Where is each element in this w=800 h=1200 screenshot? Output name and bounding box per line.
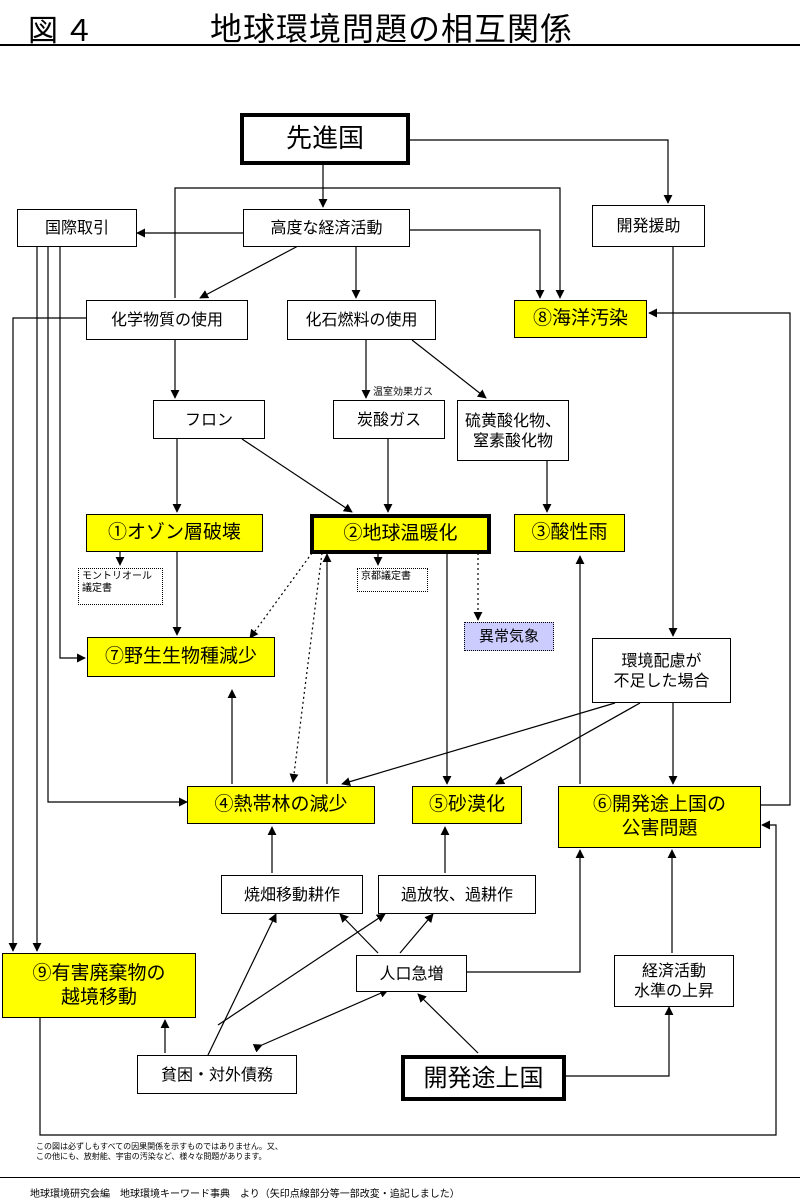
link-insufficient-forest: [341, 702, 616, 787]
source-credit: 地球環境研究会編 地球環境キーワード事典 より（矢印点線部分等一部改変・追記しま…: [30, 1189, 460, 1200]
link-poverty-slash: [207, 913, 277, 1056]
link-poverty-population: [252, 989, 389, 1053]
node-international-trade: 国際取引: [17, 209, 137, 247]
link-insufficient-desert: [495, 702, 641, 785]
link-poverty-overgrazing: [217, 913, 386, 1026]
node-economic-activity: 高度な経済活動: [243, 209, 410, 247]
link-waste-devpollution: [39, 820, 777, 1136]
node-developing-countries: 開発途上国: [401, 1055, 566, 1101]
node-marine-pollution: ⑧海洋汚染: [514, 300, 647, 338]
node-overgrazing: 過放牧、過耕作: [378, 875, 536, 914]
node-economic-level: 経済活動 水準の上昇: [614, 955, 734, 1007]
note-montreal-protocol: モントリオール 議定書: [78, 568, 163, 605]
link-developed-devaid: [410, 139, 673, 204]
link-population-devpollution: [467, 849, 585, 973]
node-abnormal-weather: 異常気象: [464, 622, 554, 651]
link-developing-population: [417, 993, 479, 1054]
node-development-aid: 開発援助: [592, 205, 705, 247]
link-economic-chemicals: [199, 245, 299, 299]
footnote: この図は必ずしもすべての因果関係を示すものではありません。又、 この他にも、放射…: [36, 1142, 283, 1161]
note-kyoto-protocol: 京都議定書: [357, 568, 428, 592]
node-poverty-debt: 貧困・対外債務: [137, 1055, 297, 1094]
node-insufficient-env-care: 環境配慮が 不足した場合: [592, 638, 731, 703]
link-fossil-sox: [411, 339, 487, 399]
link-economic-marine: [410, 229, 545, 299]
node-developed-countries: 先進国: [240, 113, 410, 165]
node-tropical-forest-loss: ④熱帯林の減少: [187, 786, 375, 824]
link-population-overgrazing: [399, 913, 434, 954]
link-population-slash: [339, 913, 379, 954]
page-title: 地球環境問題の相互関係: [210, 10, 574, 48]
node-desertification: ⑤砂漠化: [412, 786, 522, 824]
link-trade-wildlife: [59, 246, 86, 663]
node-fossil-fuels: 化石燃料の使用: [287, 300, 436, 340]
link-developing-economiclevel: [566, 1006, 674, 1077]
node-hazardous-waste: ⑨有害廃棄物の 越境移動: [2, 953, 196, 1018]
node-ozone-depletion: ①オゾン層破壊: [86, 514, 263, 552]
node-population-growth: 人口急増: [356, 955, 467, 992]
node-sox-nox: 硫黄酸化物、 窒素酸化物: [457, 400, 569, 461]
credit-divider: [0, 1177, 800, 1178]
node-acid-rain: ③酸性雨: [514, 514, 625, 552]
node-global-warming: ②地球温暖化: [310, 514, 491, 554]
link-chemicals-waste: [8, 317, 86, 952]
link-trade-forest: [47, 246, 188, 807]
link-warming-forest-dotted: [289, 552, 323, 783]
link-freon-warming: [241, 438, 353, 513]
link-loop-marine: [174, 187, 565, 299]
node-co2: 炭酸ガス: [333, 400, 445, 439]
label-greenhouse-gas: 温室効果ガス: [373, 387, 433, 398]
node-wildlife-decline: ⑦野生生物種減少: [87, 637, 275, 677]
link-devpollution-marine: [648, 308, 791, 806]
title-bar: 図４ 地球環境問題の相互関係: [0, 0, 800, 49]
node-developing-pollution: ⑥開発途上国の 公害問題: [558, 786, 761, 848]
node-slash-and-burn: 焼畑移動耕作: [221, 875, 363, 914]
node-chemicals: 化学物質の使用: [86, 300, 248, 340]
figure-label: 図４: [28, 14, 100, 49]
link-warming-wildlife-dotted: [249, 552, 313, 639]
node-freon: フロン: [153, 400, 265, 439]
